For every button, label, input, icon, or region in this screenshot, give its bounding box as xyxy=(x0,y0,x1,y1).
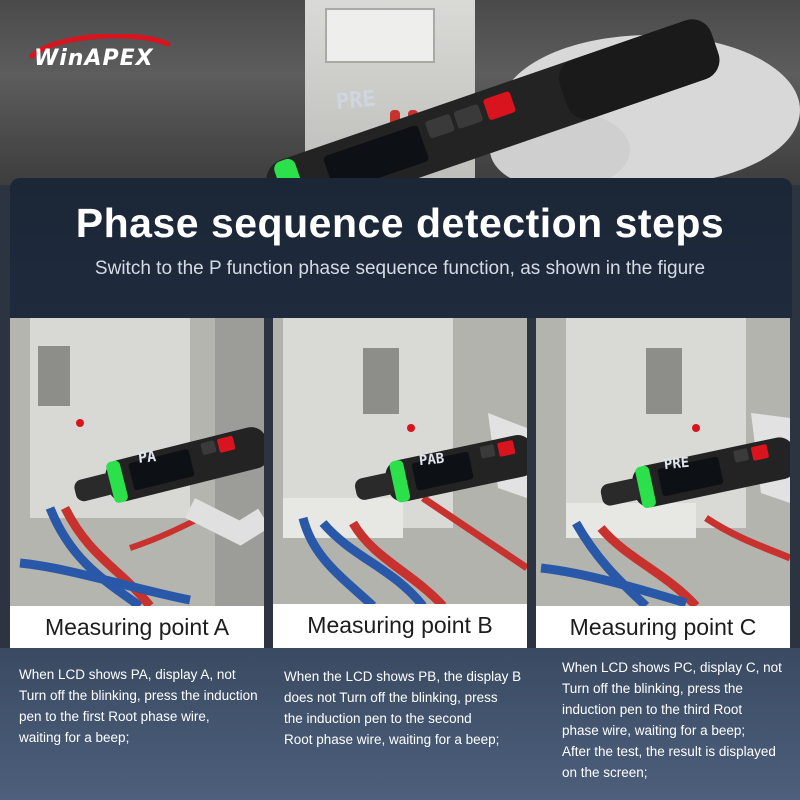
step-label-c: Measuring point C xyxy=(536,606,790,648)
winapex-logo: WinAPEX xyxy=(26,34,176,84)
lcd-text-c: PRE xyxy=(663,454,691,474)
page-title: Phase sequence detection steps xyxy=(75,200,725,246)
step-photo-a: PA xyxy=(10,318,264,606)
description-band xyxy=(0,648,800,800)
step-photo-c: PRE xyxy=(536,318,790,606)
voltage-tester-pen: PRE xyxy=(225,19,800,185)
step-label-a: Measuring point A xyxy=(10,606,264,648)
headline-panel xyxy=(10,178,792,318)
step-description-a: When LCD shows PA, display A, not Turn o… xyxy=(19,667,258,745)
page-subtitle: Switch to the P function phase sequence … xyxy=(94,258,706,279)
step-card-a: PA Measuring point A xyxy=(10,318,264,648)
step-description-b: When the LCD shows PB, the display B doe… xyxy=(284,669,522,747)
lcd-text-a: PA xyxy=(137,447,157,467)
step-label-b: Measuring point B xyxy=(273,604,527,646)
step-card-c: PRE Measuring point C xyxy=(536,318,790,648)
step-description-c: When LCD shows PC, display C, not Turn o… xyxy=(562,660,782,780)
step-photo-b: PAB xyxy=(273,318,527,606)
hero-photo: PRE WinAPEX xyxy=(0,0,800,185)
step-card-b: PAB Measuring point B xyxy=(273,318,527,648)
lcd-text-b: PAB xyxy=(418,450,446,470)
hero-lcd-text: PRE xyxy=(335,87,377,115)
